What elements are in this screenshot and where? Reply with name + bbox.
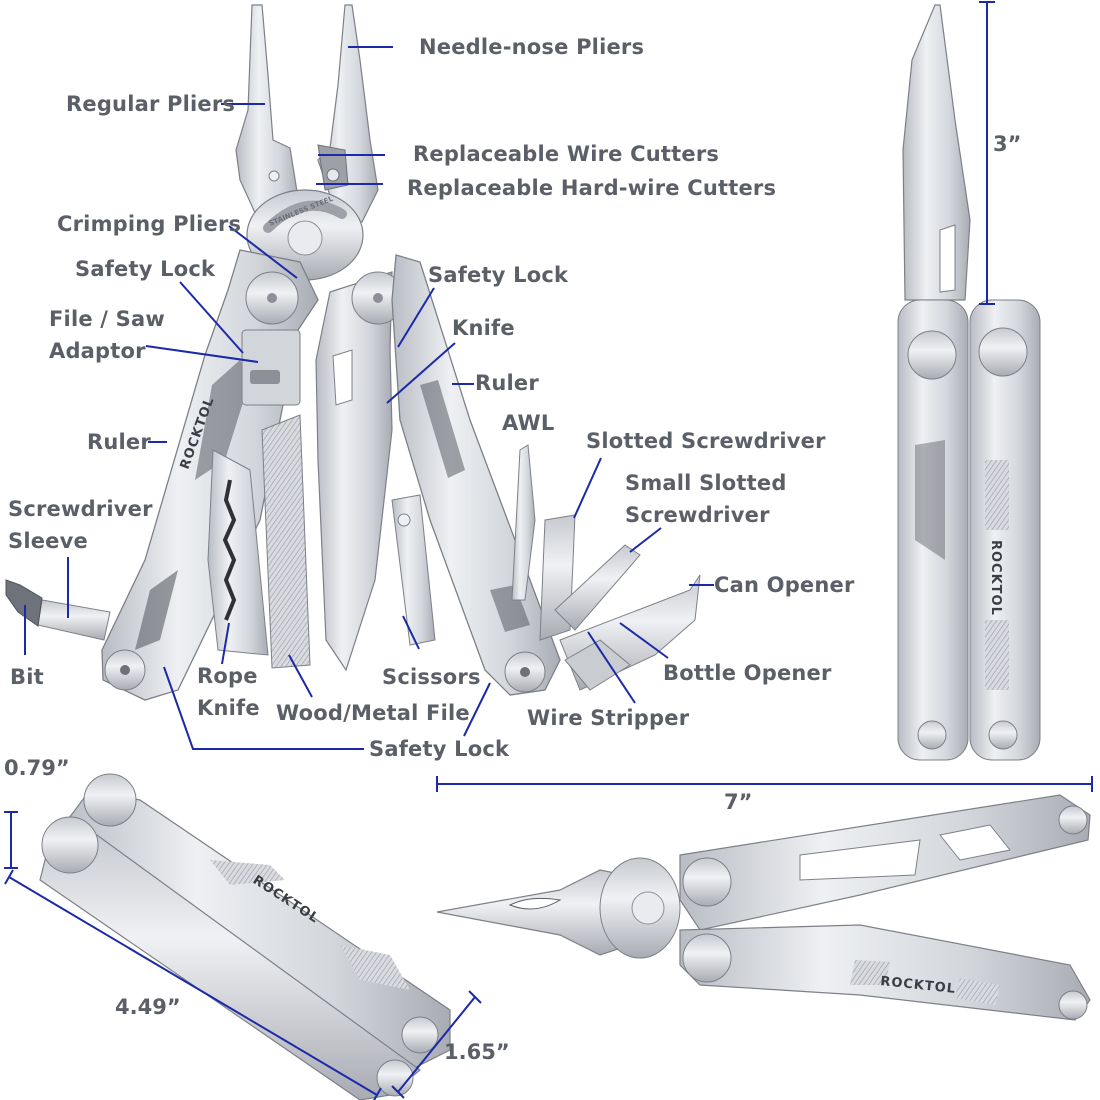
dimension-closed-length: 4.49” (115, 995, 181, 1019)
leader-lines (24, 46, 714, 750)
dimension-lines (4, 1, 1093, 1100)
label-ruler-left: Ruler (87, 430, 151, 454)
label-crimping-pliers: Crimping Pliers (57, 212, 242, 236)
label-replaceable-wire-cutters: Replaceable Wire Cutters (413, 142, 720, 166)
label-needle-nose-pliers: Needle-nose Pliers (419, 35, 645, 59)
label-file-saw-adaptor-line2: Adaptor (49, 339, 146, 363)
label-rope-knife-line1: Rope (197, 664, 258, 688)
dimension-closed-width: 1.65” (444, 1040, 510, 1064)
label-awl: AWL (502, 411, 555, 435)
label-safety-lock-left: Safety Lock (75, 257, 216, 281)
label-rope-knife: Rope Knife (197, 660, 260, 724)
dimension-thickness: 0.79” (4, 756, 70, 780)
label-wire-stripper: Wire Stripper (527, 706, 690, 730)
label-regular-pliers: Regular Pliers (66, 92, 236, 116)
label-safety-lock-bottom: Safety Lock (369, 737, 510, 761)
closed-tool-with-blade: ROCKTOL (897, 4, 1041, 761)
open-pliers-side: ROCKTOL (436, 794, 1091, 1021)
label-scissors: Scissors (382, 665, 481, 689)
label-file-saw-adaptor: File / Saw Adaptor (49, 303, 165, 367)
svg-text:ROCKTOL: ROCKTOL (988, 540, 1003, 616)
label-ruler-right: Ruler (475, 371, 539, 395)
label-can-opener: Can Opener (714, 573, 855, 597)
label-small-slotted-screwdriver: Small Slotted Screwdriver (625, 467, 787, 531)
label-knife: Knife (452, 316, 515, 340)
label-wood-metal-file: Wood/Metal File (276, 701, 470, 725)
dimension-blade-length: 3” (993, 132, 1022, 156)
dimension-open-length: 7” (724, 790, 753, 814)
label-screwdriver-sleeve: Screwdriver Sleeve (8, 493, 153, 557)
label-bit: Bit (10, 665, 44, 689)
label-small-slotted-screwdriver-line1: Small Slotted (625, 471, 787, 495)
label-small-slotted-screwdriver-line2: Screwdriver (625, 503, 770, 527)
label-screwdriver-sleeve-line1: Screwdriver (8, 497, 153, 521)
label-replaceable-hard-wire-cutters: Replaceable Hard-wire Cutters (407, 176, 777, 200)
closed-tool-angled: ROCKTOL (39, 773, 451, 1100)
label-safety-lock-right: Safety Lock (428, 263, 569, 287)
label-file-saw-adaptor-line1: File / Saw (49, 307, 165, 331)
open-multitool: STAINLESS STEEL ROCKTOL (5, 4, 701, 701)
label-slotted-screwdriver: Slotted Screwdriver (586, 429, 826, 453)
label-bottle-opener: Bottle Opener (663, 661, 832, 685)
label-screwdriver-sleeve-line2: Sleeve (8, 529, 88, 553)
label-rope-knife-line2: Knife (197, 696, 260, 720)
